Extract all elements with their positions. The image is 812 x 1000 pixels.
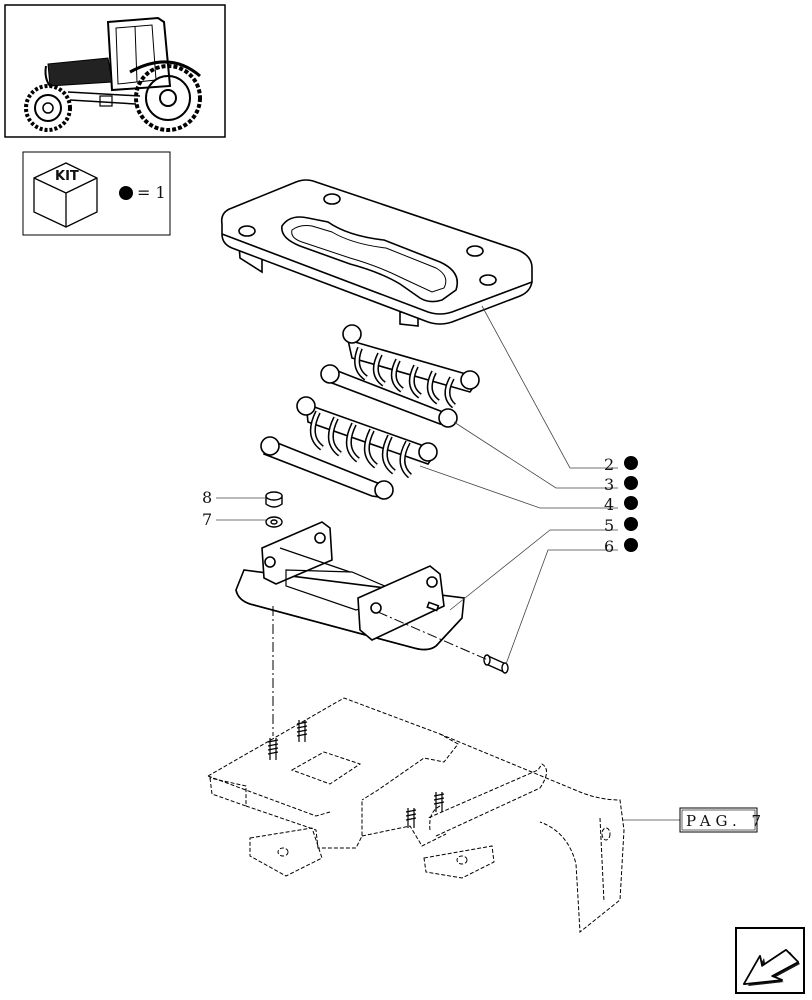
callout-number: 3 xyxy=(604,475,614,494)
page-reference-box[interactable]: PAG. 7 xyxy=(679,807,766,833)
nut-part xyxy=(265,491,283,508)
callout-2: 2 xyxy=(604,455,638,474)
kit-cube-icon xyxy=(33,162,98,228)
callout-8: 8 xyxy=(202,488,212,507)
callout-4: 4 xyxy=(604,495,638,514)
kit-bullet-icon xyxy=(624,517,638,531)
hinge-roller-lower-part xyxy=(260,396,438,500)
callout-7: 7 xyxy=(202,510,212,529)
callout-number: 2 xyxy=(604,455,614,474)
kit-bullet-icon xyxy=(624,538,638,552)
kit-label: KIT xyxy=(55,169,79,184)
next-page-arrow-icon xyxy=(743,949,800,986)
kit-bullet-icon xyxy=(624,476,638,490)
washer-part xyxy=(265,516,283,528)
callout-number: 8 xyxy=(202,488,212,507)
callout-5: 5 xyxy=(604,516,638,535)
callout-6: 6 xyxy=(604,537,638,556)
callout-number: 5 xyxy=(604,516,614,535)
pin-part xyxy=(483,654,509,674)
callout-3: 3 xyxy=(604,475,638,494)
assembly-axis-lines xyxy=(272,606,489,736)
next-page-button[interactable] xyxy=(735,927,805,994)
bracket-part xyxy=(235,521,465,651)
hinge-roller-upper-part xyxy=(320,324,480,428)
kit-bullet-icon xyxy=(119,186,133,200)
top-plate-part xyxy=(220,179,533,327)
page-reference-text: PAG. 7 xyxy=(686,812,766,830)
studs xyxy=(267,720,445,828)
leader-lines xyxy=(216,305,680,821)
kit-bullet-icon xyxy=(624,496,638,510)
callout-number: 7 xyxy=(202,510,212,529)
support-frame-reference xyxy=(207,697,625,933)
kit-legend: KIT = 1 xyxy=(22,151,171,236)
callout-number: 6 xyxy=(604,537,614,556)
kit-equals-text: = 1 xyxy=(137,183,166,202)
tractor-thumbnail xyxy=(4,4,226,138)
kit-bullet-icon xyxy=(624,456,638,470)
callout-number: 4 xyxy=(604,495,614,514)
